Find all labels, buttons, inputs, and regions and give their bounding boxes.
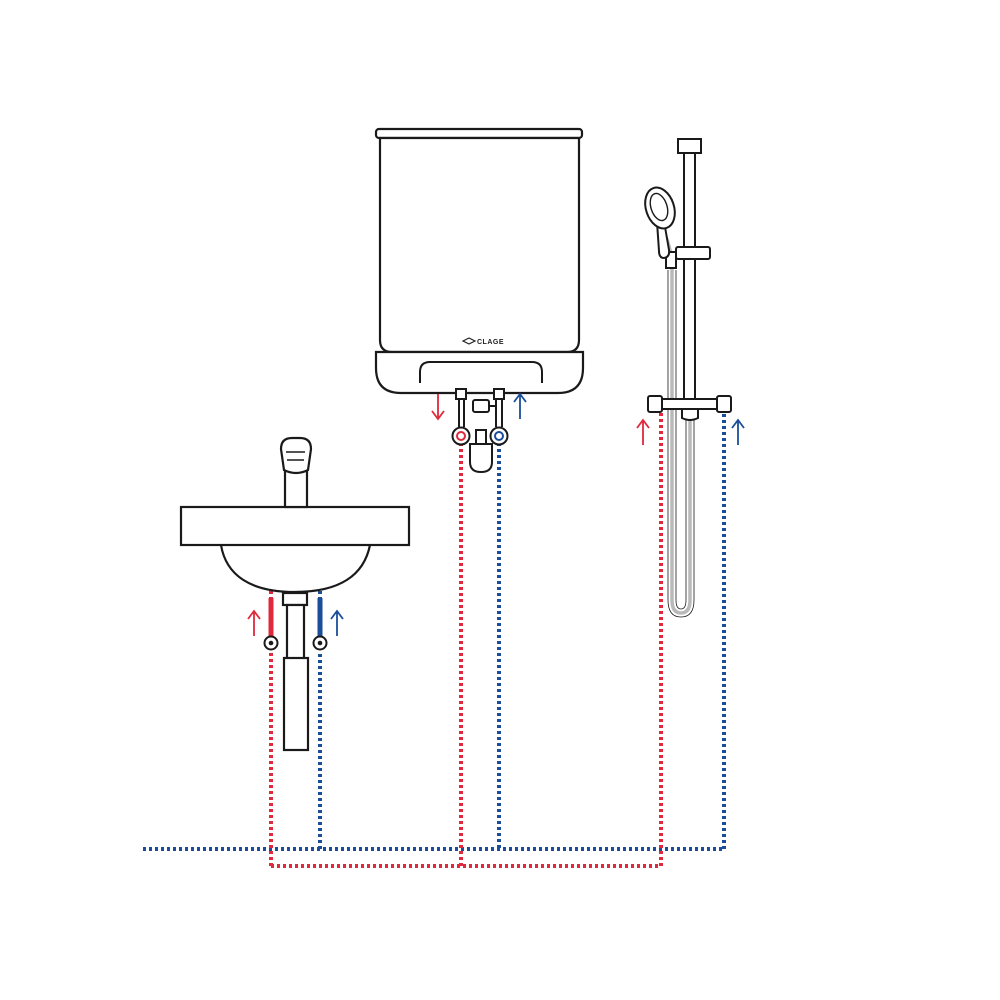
siphon-pipe bbox=[285, 603, 306, 662]
heater-fittings bbox=[455, 388, 505, 474]
basin-hot-valve bbox=[263, 635, 279, 651]
arrow-up-icon bbox=[330, 609, 344, 636]
cold-inlet-pipe-stub bbox=[495, 399, 503, 427]
heater-cold-flow-arrow bbox=[513, 392, 527, 419]
basin-hot-flow-arrow bbox=[247, 609, 261, 636]
hot-outlet-nipple bbox=[455, 388, 467, 400]
heater-hot-valve bbox=[451, 426, 471, 446]
faucet-lever bbox=[279, 436, 313, 475]
shower-head bbox=[644, 186, 676, 230]
pipe-network bbox=[143, 406, 726, 868]
shower-hose-outline bbox=[667, 270, 695, 618]
basin-bowl bbox=[219, 544, 372, 594]
arrow-down-icon bbox=[431, 394, 445, 421]
shower-mixer-right-knob bbox=[716, 395, 732, 413]
arrow-up-icon bbox=[247, 609, 261, 636]
siphon-trap bbox=[282, 656, 310, 752]
drain-funnel-neck bbox=[475, 429, 487, 445]
heater-cold-valve bbox=[489, 426, 509, 446]
water-heater bbox=[374, 127, 585, 395]
shower-rail bbox=[683, 152, 696, 402]
hot-outlet-pipe-stub bbox=[458, 399, 465, 427]
arrow-up-icon bbox=[513, 392, 527, 419]
shower-set bbox=[644, 138, 732, 421]
shower-mixer-left-knob bbox=[647, 395, 663, 413]
heater-connection-recess bbox=[419, 361, 543, 383]
heater-brand-label: CLAGE bbox=[477, 339, 504, 346]
cold-inlet-nipple bbox=[493, 388, 505, 400]
drain-funnel bbox=[469, 443, 493, 474]
shower-mixer-bar bbox=[651, 398, 728, 410]
safety-valve-body bbox=[472, 399, 490, 413]
shower-slider bbox=[675, 246, 711, 260]
shower-cold-flow-arrow bbox=[731, 418, 745, 445]
washbasin bbox=[179, 436, 411, 752]
heater-tank bbox=[378, 136, 581, 354]
shower-handle bbox=[655, 219, 671, 260]
shower-head-face bbox=[649, 192, 669, 222]
basin-slab bbox=[179, 505, 411, 547]
shower-hot-flow-arrow bbox=[636, 418, 650, 445]
arrow-up-icon bbox=[731, 418, 745, 445]
arrow-up-icon bbox=[636, 418, 650, 445]
heater-hot-flow-arrow bbox=[431, 394, 445, 421]
heater-top-cap bbox=[374, 127, 584, 140]
faucet-lever-shade bbox=[286, 451, 305, 461]
siphon-cap bbox=[281, 591, 309, 607]
basin-cold-valve bbox=[312, 635, 328, 651]
shower-mixer-outlet bbox=[681, 408, 699, 421]
clage-logo-icon bbox=[461, 337, 477, 345]
heater-brand-badge: CLAGE bbox=[461, 337, 504, 346]
shower-rail-top-bracket bbox=[677, 138, 702, 154]
basin-cold-flow-arrow bbox=[330, 609, 344, 636]
